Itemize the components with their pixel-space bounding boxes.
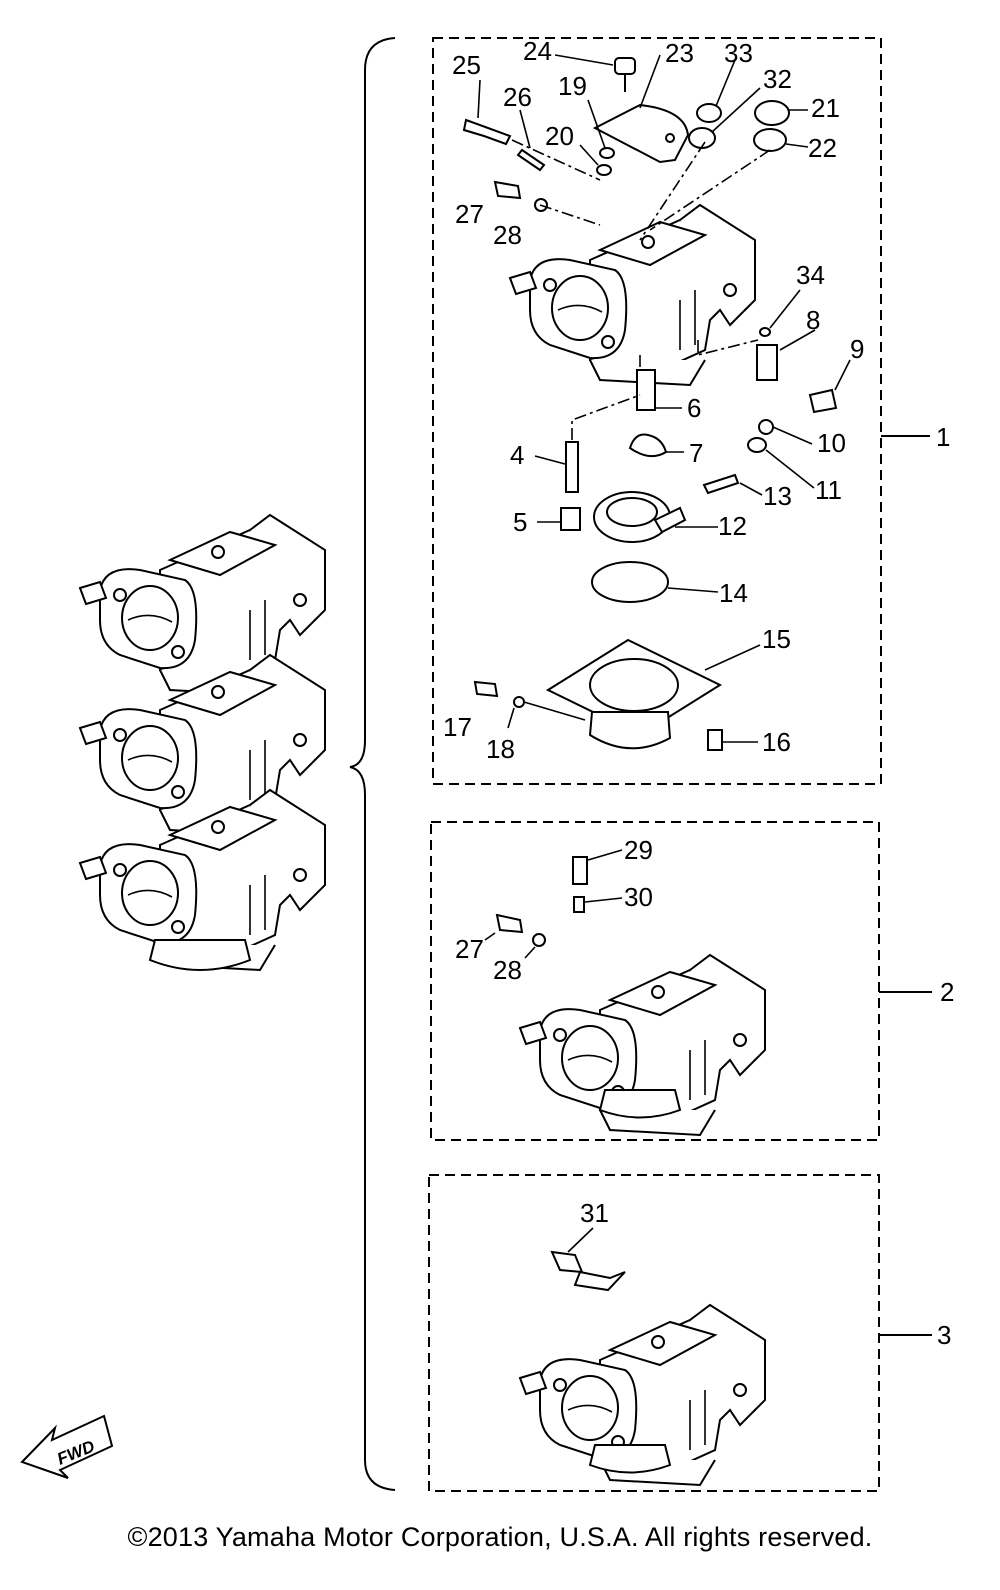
label-part-27: 27 <box>455 199 484 229</box>
label-part-17: 17 <box>443 712 472 742</box>
label-part-29: 29 <box>624 835 653 865</box>
label-part-13: 13 <box>763 481 792 511</box>
label-part-28-b: 28 <box>493 955 522 985</box>
label-part-19: 19 <box>558 71 587 101</box>
label-part-11: 11 <box>815 475 842 505</box>
label-part-33: 33 <box>724 38 753 68</box>
label-part-27-b: 27 <box>455 934 484 964</box>
label-part-22: 22 <box>808 133 837 163</box>
label-part-7: 7 <box>689 438 703 468</box>
label-part-25: 25 <box>452 50 481 80</box>
label-part-30: 30 <box>624 882 653 912</box>
label-part-31: 31 <box>580 1198 609 1228</box>
carburetor-assembly-3 <box>519 1304 766 1486</box>
label-part-16: 16 <box>762 727 791 757</box>
parts-assembly-3 <box>550 1227 626 1292</box>
label-part-9: 9 <box>850 334 864 364</box>
label-part-34: 34 <box>796 260 825 290</box>
label-part-28: 28 <box>493 220 522 250</box>
label-part-3: 3 <box>937 1320 951 1350</box>
label-part-12: 12 <box>718 511 747 541</box>
box-assembly-1 <box>432 37 882 785</box>
label-part-18: 18 <box>486 734 515 764</box>
label-part-26: 26 <box>503 82 532 112</box>
box-assembly-2 <box>430 821 880 1141</box>
group-brace <box>349 37 396 1491</box>
label-part-24: 24 <box>523 36 552 66</box>
label-part-15: 15 <box>762 624 791 654</box>
label-part-1: 1 <box>936 422 950 452</box>
label-part-2: 2 <box>940 977 954 1007</box>
copyright-notice: ©2013 Yamaha Motor Corporation, U.S.A. A… <box>127 1522 873 1552</box>
label-part-14: 14 <box>719 578 748 608</box>
parts-assembly-1 <box>462 54 851 751</box>
label-part-20: 20 <box>545 121 574 151</box>
box-assembly-3 <box>428 1174 880 1492</box>
parts-assembly-2 <box>484 849 623 959</box>
label-part-21: 21 <box>811 93 840 123</box>
label-part-5: 5 <box>513 507 527 537</box>
label-part-23: 23 <box>665 38 694 68</box>
carburetor-assembly-1 <box>509 204 756 386</box>
carburetor-stack <box>79 514 326 971</box>
label-part-10: 10 <box>817 428 846 458</box>
forward-arrow-icon: FWD <box>20 1414 114 1479</box>
label-part-6: 6 <box>687 393 701 423</box>
part-labels: 1 2 3 4 5 6 7 8 9 10 11 12 13 14 15 16 1… <box>443 36 954 1350</box>
label-part-8: 8 <box>806 305 820 335</box>
label-part-4: 4 <box>510 440 524 470</box>
label-part-32: 32 <box>763 64 792 94</box>
carburetor-assembly-2 <box>519 954 766 1136</box>
